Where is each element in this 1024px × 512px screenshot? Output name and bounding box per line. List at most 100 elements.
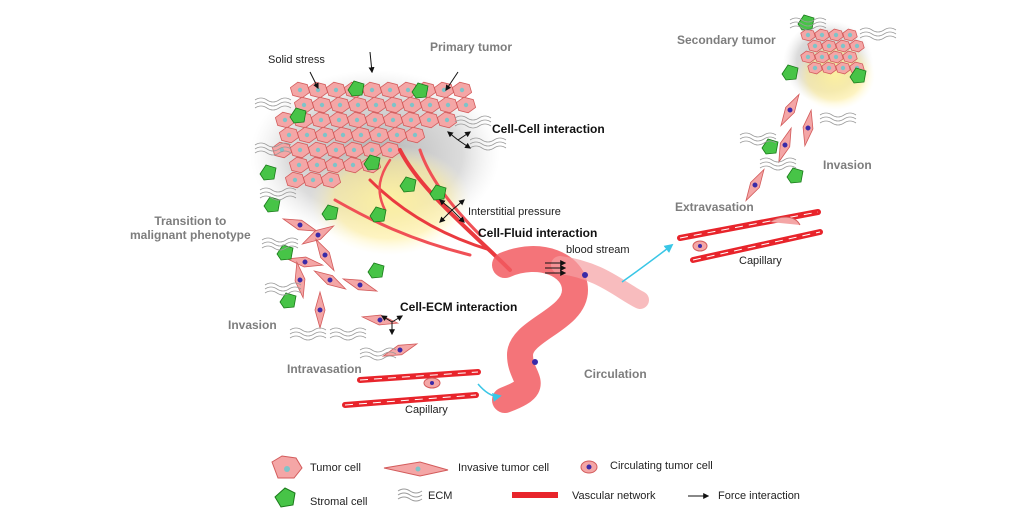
tumor-cell	[455, 96, 477, 114]
tumor-cell	[418, 111, 440, 129]
stromal-cell	[429, 184, 447, 201]
tumor-cell	[343, 141, 365, 159]
ecm-fiber	[469, 137, 507, 151]
tumor-cell	[320, 171, 342, 189]
vascular-network-icon	[512, 492, 558, 498]
tumor-cell	[311, 96, 333, 114]
transition-label: Transition to malignant phenotype	[130, 214, 251, 242]
tumor-cell	[329, 96, 351, 114]
blood-stream-label: blood stream	[566, 244, 630, 256]
tumor-cell	[306, 156, 328, 174]
tumor-cell	[324, 156, 346, 174]
stromal-cell	[797, 14, 815, 31]
invasive-tumor-cell	[301, 225, 335, 245]
circulating-tumor-cell-icon	[580, 460, 598, 474]
tumor-cell	[289, 141, 311, 159]
stromal-cell	[289, 107, 307, 124]
interstitial-pressure-label: Interstitial pressure	[468, 206, 561, 218]
ecm-fiber	[359, 347, 397, 361]
ecm-fiber	[254, 142, 292, 156]
tumor-cell	[278, 126, 300, 144]
invasive-tumor-cell	[341, 278, 379, 292]
ecm-fiber	[261, 237, 299, 251]
legend-force-interaction-label: Force interaction	[718, 490, 800, 502]
tumor-cell	[807, 61, 823, 75]
circulation-vessel	[492, 246, 649, 413]
tumor-cell	[419, 96, 441, 114]
extravasation-label: Extravasation	[675, 200, 754, 214]
tumor-cell	[350, 126, 372, 144]
legend-circulating-tumor-cell-label: Circulating tumor cell	[610, 460, 713, 472]
stromal-cell	[276, 244, 294, 261]
tumor-cell	[368, 126, 390, 144]
tumor-cell	[307, 141, 329, 159]
tumor-cell	[288, 156, 310, 174]
tumor-cell	[400, 111, 422, 129]
invasive-tumor-cell-icon	[383, 461, 449, 477]
tumor-cell	[436, 111, 458, 129]
stromal-cell	[369, 206, 387, 223]
invasive-tumor-cell	[780, 93, 800, 127]
tumor-cell	[842, 28, 858, 42]
invasive-tumor-cell	[360, 314, 400, 326]
stromal-cell	[849, 67, 867, 84]
cell-cell-interaction-label: Cell-Cell interaction	[492, 122, 605, 136]
circulation-label: Circulation	[584, 367, 647, 381]
ecm-fiber	[739, 132, 777, 146]
ecm-fiber	[759, 157, 797, 171]
legend-tumor-cell-label: Tumor cell	[310, 462, 361, 474]
stromal-cell-icon	[274, 487, 296, 508]
tumor-cell	[451, 81, 473, 99]
ecm-fiber	[789, 17, 827, 31]
invasive-tumor-cell	[778, 126, 792, 164]
tumor-cell	[814, 50, 830, 64]
tumor-cell	[821, 61, 837, 75]
tumor-cell	[835, 61, 851, 75]
invasion-label-right: Invasion	[823, 158, 872, 172]
stromal-cell	[411, 82, 429, 99]
capillary-label-right: Capillary	[739, 255, 782, 267]
stromal-cell	[781, 64, 799, 81]
ecm-fiber	[289, 327, 327, 341]
force-arrows	[309, 51, 567, 336]
ecm-fiber	[329, 327, 367, 341]
ecm-icon	[397, 488, 423, 502]
tumor-cell	[849, 39, 865, 53]
invasive-tumor-cell	[315, 238, 335, 272]
secondary-tumor-cells	[800, 28, 865, 75]
tumor-cell	[437, 96, 459, 114]
ecm-fibers	[254, 17, 897, 361]
primary-tumor-label: Primary tumor	[430, 40, 513, 54]
stromal-cell	[259, 164, 277, 181]
stromal-cell	[363, 154, 381, 171]
stromal-cells	[259, 14, 867, 309]
tumor-cell	[382, 111, 404, 129]
invasive-tumor-cell	[745, 168, 765, 202]
legend	[271, 455, 710, 508]
ecm-fiber	[254, 97, 292, 111]
secondary-tumor	[783, 20, 875, 110]
capillary-left	[342, 369, 502, 408]
intravasation-label: Intravasation	[287, 362, 362, 376]
tumor-cell	[302, 171, 324, 189]
invasive-tumor-cell	[802, 108, 814, 148]
invasive-tumor-cell	[314, 290, 326, 330]
tumor-cell	[807, 39, 823, 53]
legend-invasive-tumor-cell-label: Invasive tumor cell	[458, 462, 550, 474]
secondary-tumor-label: Secondary tumor	[677, 33, 776, 47]
tumor-cell	[347, 96, 369, 114]
legend-ecm-label: ECM	[428, 490, 453, 502]
tumor-cell	[386, 126, 408, 144]
tumor-cell	[383, 96, 405, 114]
stromal-cell	[321, 204, 339, 221]
invasive-cells	[281, 93, 814, 357]
tumor-cell	[401, 96, 423, 114]
tumor-cell	[404, 126, 426, 144]
tumor-cell	[828, 50, 844, 64]
invasive-tumor-cell	[285, 256, 325, 268]
invasive-tumor-cell	[294, 260, 306, 300]
cell-fluid-interaction-label: Cell-Fluid interaction	[478, 226, 598, 240]
tumor-cell	[814, 28, 830, 42]
invasion-label-left: Invasion	[228, 318, 277, 332]
